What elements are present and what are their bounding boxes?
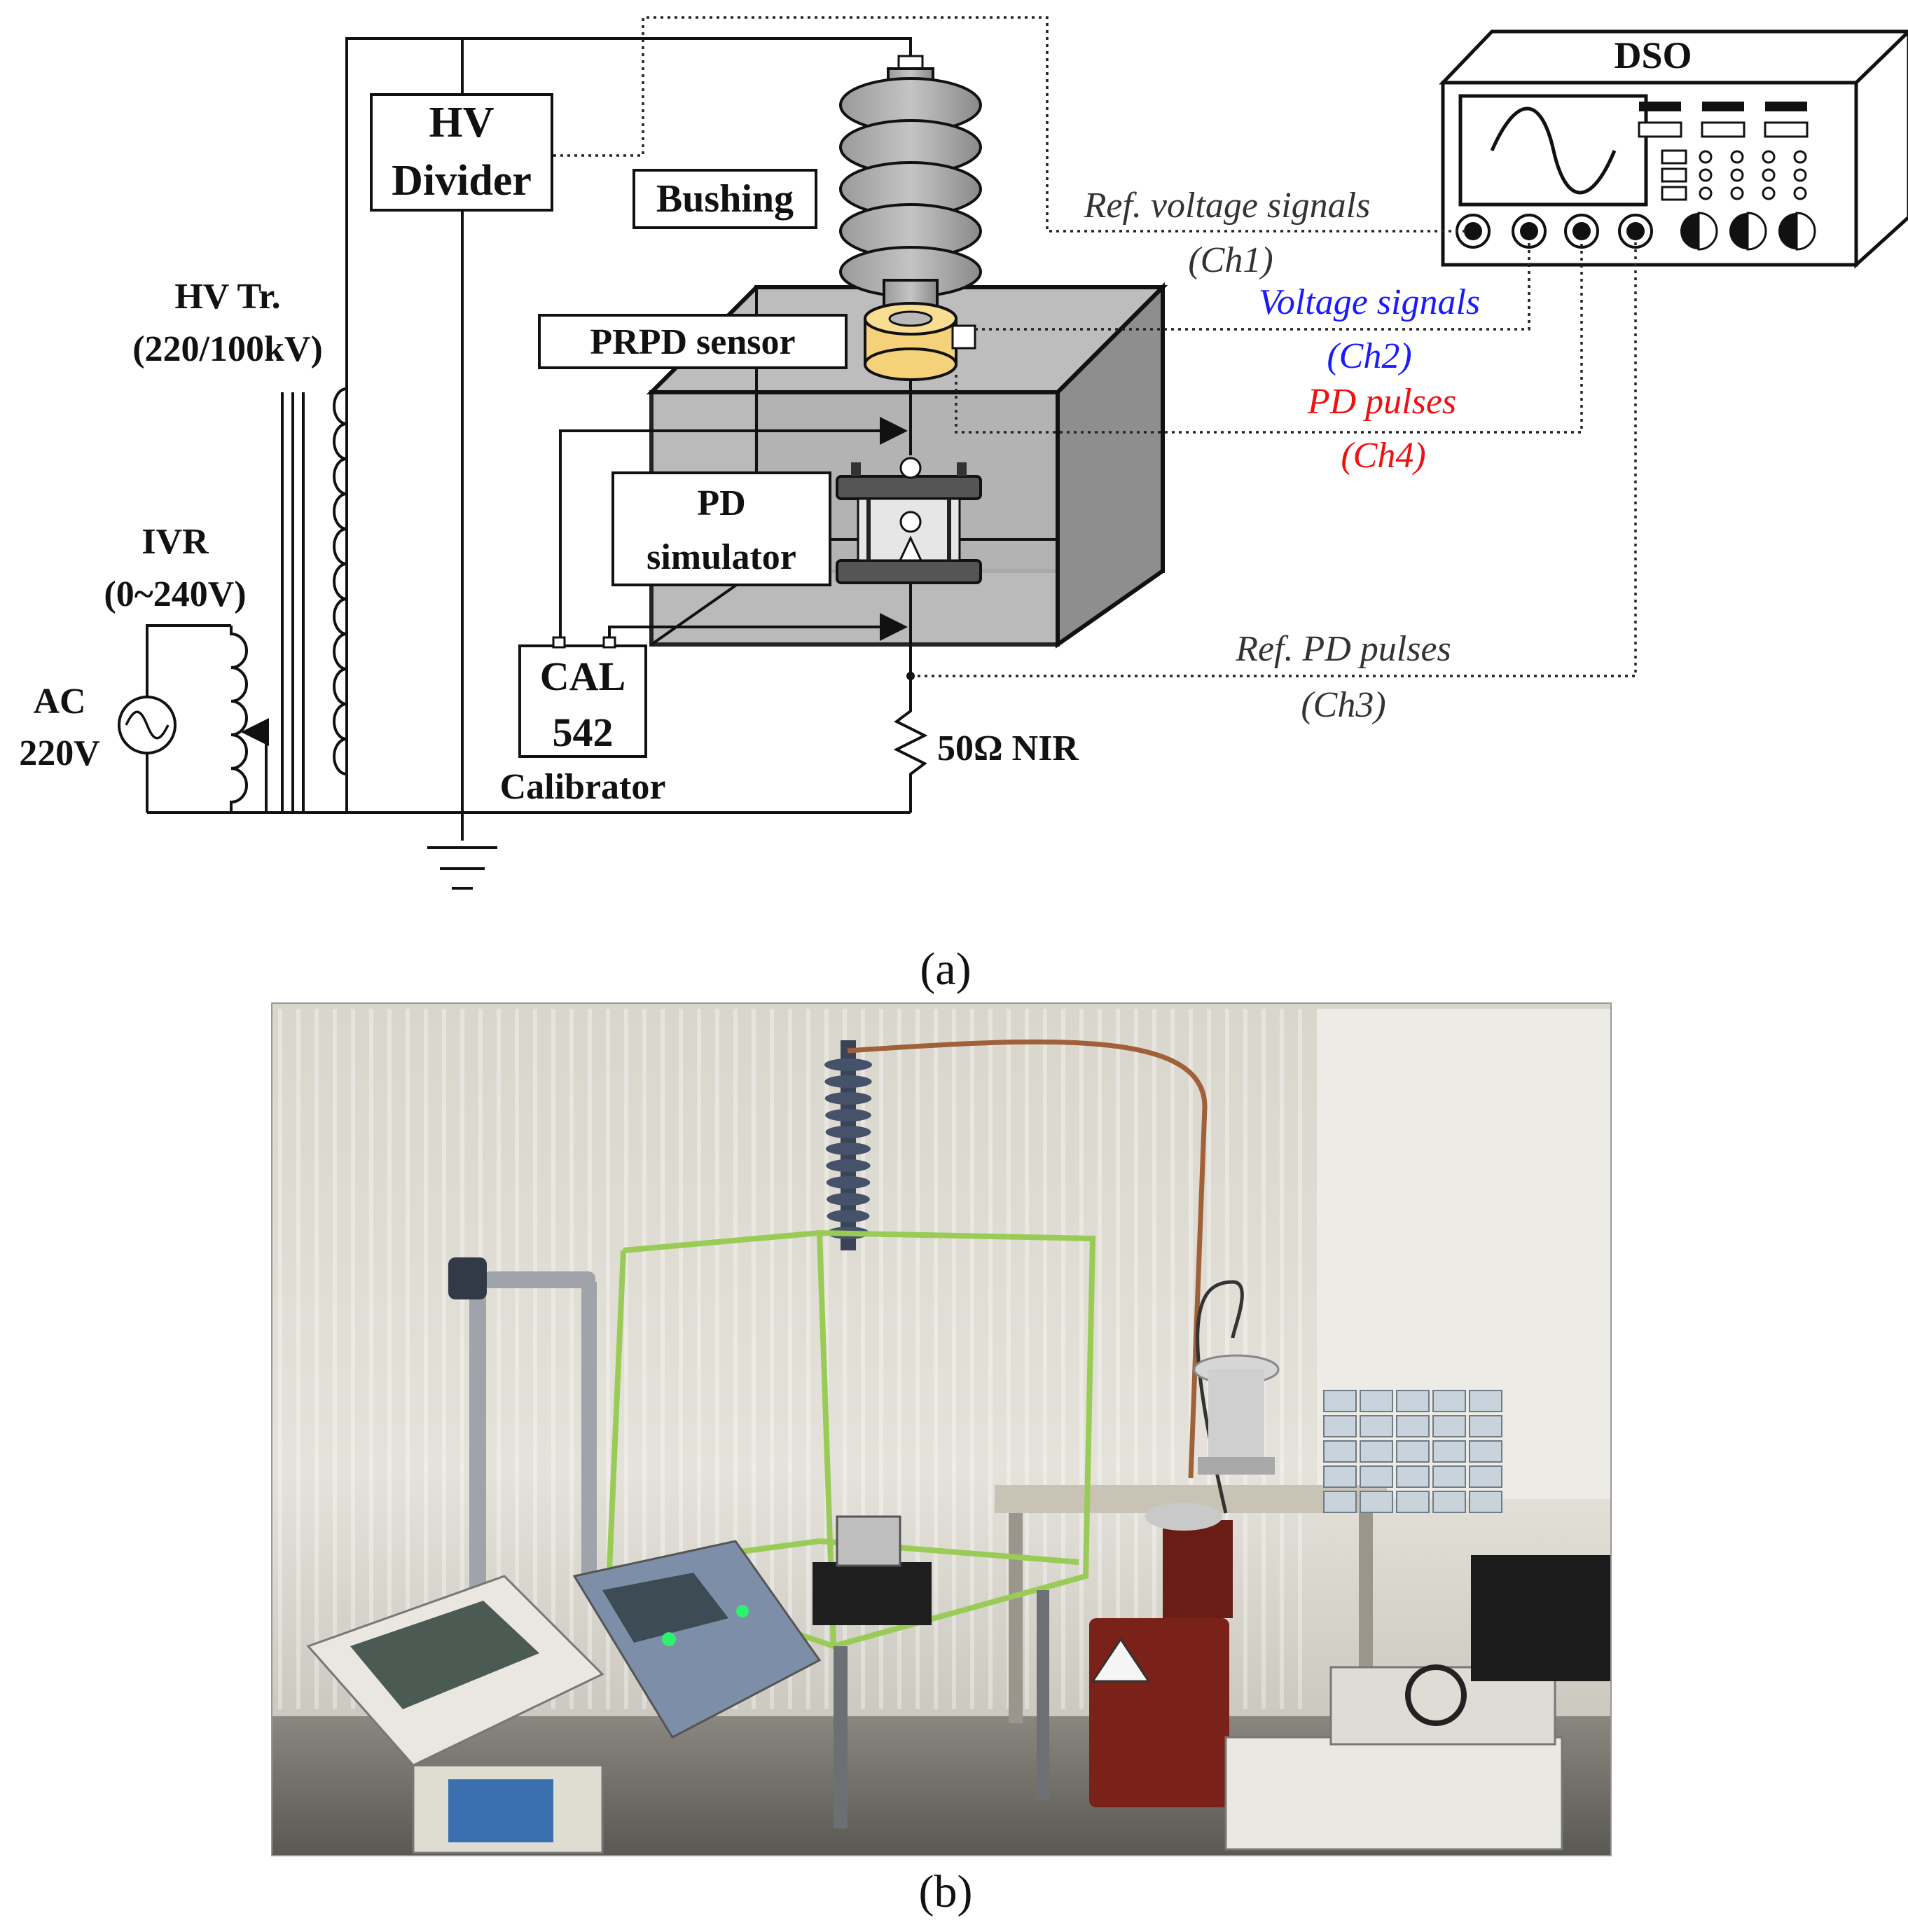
caption-a: (a)	[920, 944, 971, 995]
schematic: HV Divider Bushing HV Tr. (220/100kV) IV…	[19, 16, 1908, 995]
sine-wave-icon	[1490, 106, 1617, 195]
bushing-label: Bushing	[656, 177, 794, 221]
nir-resistor	[893, 708, 928, 778]
signal-voltage-label: Voltage signals	[1259, 282, 1480, 322]
hv-divider-label-2: Divider	[392, 157, 532, 205]
prpd-sensor-ring	[864, 302, 976, 381]
pd-simulator-label-2: simulator	[647, 537, 796, 577]
photo-parts-cabinet	[1323, 1390, 1502, 1513]
ivr-label: IVR	[141, 522, 209, 562]
bushing-label-box	[632, 169, 817, 229]
voltage-signal-line	[975, 242, 1530, 331]
photo-pd-cell-base	[813, 1562, 932, 1625]
hv-tr-label: HV Tr.	[174, 277, 280, 317]
dso-oscilloscope	[1439, 29, 1908, 269]
signal-ref-pd-label: Ref. PD pulses	[1235, 629, 1451, 669]
cal-model: 542	[553, 710, 614, 755]
ref-voltage-signal-line	[553, 16, 1467, 233]
prpd-sensor-label: PRPD sensor	[590, 322, 795, 362]
hv-tr-rating: (220/100kV)	[132, 329, 323, 369]
photo-oscilloscope-right	[572, 1540, 822, 1739]
signal-voltage-channel: (Ch2)	[1327, 336, 1411, 376]
cal-label: CAL	[540, 654, 625, 699]
lab-photograph	[271, 1002, 1612, 1856]
nir-label: 50Ω NIR	[937, 729, 1079, 768]
cal-arrow-lower	[608, 613, 908, 641]
photo-bushing	[824, 1040, 872, 1250]
hv-divider-label: HV	[429, 99, 495, 146]
pd-simulator-cell	[836, 457, 982, 584]
signal-ref-voltage-label: Ref. voltage signals	[1084, 186, 1371, 226]
hv-divider-box	[370, 93, 553, 212]
hv-feed-wire	[345, 37, 912, 813]
signal-pd-pulses-label: PD pulses	[1307, 382, 1456, 422]
calibrator-label: Calibrator	[500, 767, 666, 807]
pd-pulse-line	[955, 242, 1583, 434]
ivr-range: (0~240V)	[104, 574, 246, 614]
dso-label: DSO	[1614, 34, 1692, 76]
photo-oscilloscope-left	[306, 1575, 604, 1854]
photo-hv-transformer	[1089, 1503, 1233, 1807]
signal-ref-voltage-channel: (Ch1)	[1188, 240, 1273, 280]
dso-controls	[1638, 102, 1809, 201]
ac-label: AC	[33, 682, 85, 722]
photo-control-panel	[1224, 1555, 1611, 1851]
pd-simulator-label: PD	[697, 483, 745, 523]
signal-pd-pulses-channel: (Ch4)	[1341, 436, 1425, 476]
caption-b: (b)	[919, 1866, 973, 1917]
pd-simulator-box	[611, 471, 831, 586]
prpd-sensor-box	[538, 314, 848, 369]
ac-source-icon	[118, 696, 177, 754]
cal-arrow-upper	[559, 417, 908, 641]
bushing-insulator	[839, 55, 982, 317]
ground-icon	[427, 846, 497, 890]
ac-voltage: 220V	[19, 733, 100, 773]
hv-transformer	[281, 378, 348, 813]
photo-hv-divider	[1193, 1354, 1280, 1475]
cal542-box	[518, 644, 647, 758]
signal-ref-pd-channel: (Ch3)	[1301, 685, 1385, 725]
dso-channel-knobs	[1456, 212, 1816, 251]
